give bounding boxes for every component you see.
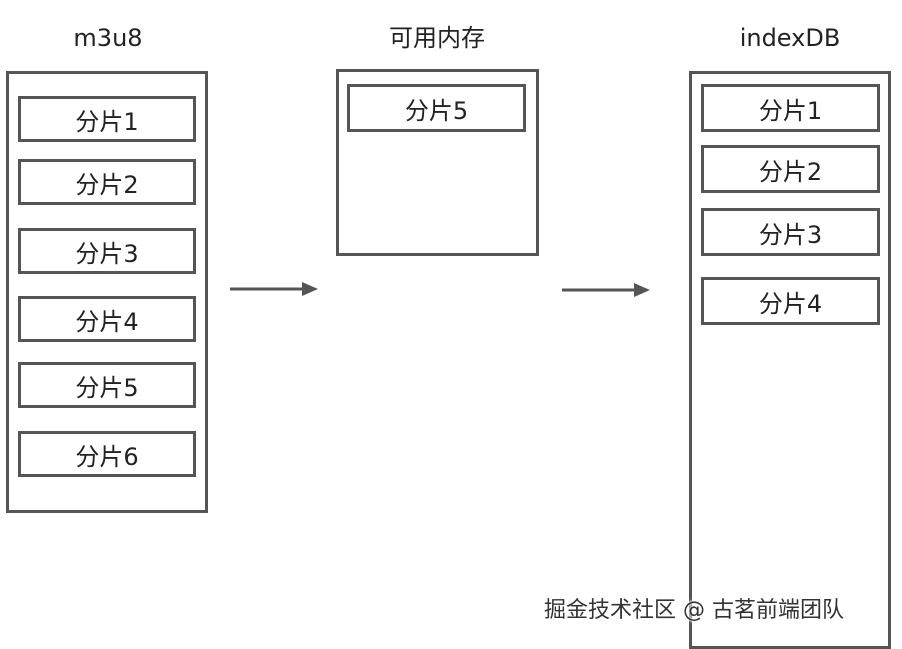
watermark: 掘金技术社区 @ 古茗前端团队: [544, 598, 844, 623]
m3u8-chunk-3: 分片3: [18, 228, 196, 274]
indexdb-chunk-1: 分片1: [701, 84, 880, 132]
m3u8-chunk-2: 分片2: [18, 159, 196, 205]
indexdb-column-title: indexDB: [739, 24, 841, 52]
indexdb-chunk-4: 分片4: [701, 277, 880, 325]
m3u8-chunk-4: 分片4: [18, 296, 196, 342]
memory-column-title: 可用内存: [389, 24, 485, 52]
indexdb-chunk-2: 分片2: [701, 145, 880, 193]
arrow-right-icon: [562, 283, 650, 297]
m3u8-chunk-6: 分片6: [18, 431, 196, 477]
indexdb-chunk-3: 分片3: [701, 208, 880, 256]
arrow-right-icon: [230, 282, 318, 296]
m3u8-chunk-5: 分片5: [18, 362, 196, 408]
memory-chunk-1: 分片5: [347, 84, 526, 132]
m3u8-chunk-1: 分片1: [18, 96, 196, 142]
m3u8-column-title: m3u8: [73, 24, 143, 52]
